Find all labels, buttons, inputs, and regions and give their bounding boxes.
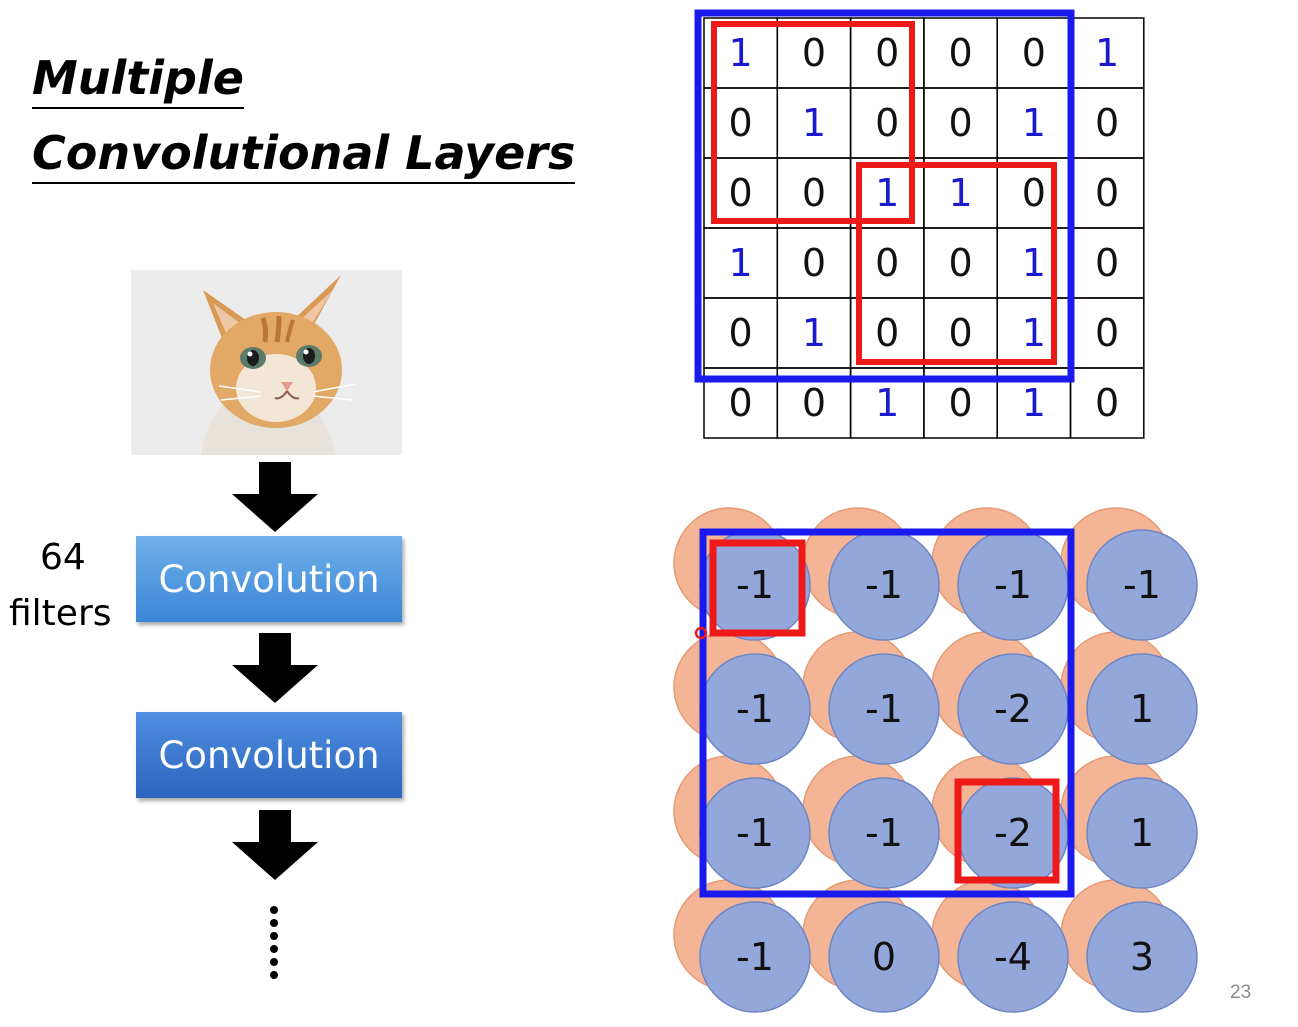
convolution-block-1: Convolution [136,536,402,622]
feature-map-value: -1 [865,687,903,731]
feature-map-value: 1 [1130,811,1154,855]
title-line-1: Multiple [32,55,244,109]
matrix-value: 0 [729,381,753,425]
matrix-value: 0 [1022,31,1046,75]
matrix-value: 0 [1095,171,1119,215]
matrix-value: 1 [1022,381,1046,425]
matrix-value: 0 [729,171,753,215]
feature-map-value: -1 [736,935,774,979]
matrix-value: 0 [1095,101,1119,145]
continuation-dots [270,906,278,979]
matrix-value: 0 [948,101,972,145]
matrix-value: 1 [1022,101,1046,145]
convolution-block-2: Convolution [136,712,402,798]
feature-map-value: -2 [994,811,1032,855]
matrix-value: 1 [948,171,972,215]
matrix-value: 0 [875,31,899,75]
matrix-value: 0 [948,31,972,75]
matrix-value: 0 [1095,311,1119,355]
matrix-value: 0 [802,171,826,215]
input-matrix: 1 0 0 0 0 1 0 1 0 0 1 0 0 0 1 1 0 0 1 0 0 0 1 0 0 1 0 0 1 0 0 0 1 0 1 0 [694,9,1145,439]
feature-map-value: -1 [865,811,903,855]
receptive-field-red-box [711,21,915,224]
feature-map-circle [1086,653,1198,765]
cat-image [131,270,402,455]
matrix-value: 1 [875,381,899,425]
filters-label: filters [9,593,112,634]
feature-map-circle [1086,529,1198,641]
feature-map-circle [828,901,940,1013]
feature-map-circle [828,777,940,889]
matrix-value: 0 [729,311,753,355]
matrix-value: 0 [1022,171,1046,215]
matrix-value: 0 [875,101,899,145]
matrix-value: 0 [729,101,753,145]
pointer-marker [694,626,708,640]
matrix-value: 0 [875,311,899,355]
matrix-value: 0 [802,31,826,75]
down-arrow-icon [232,462,318,532]
matrix-value: 1 [729,31,753,75]
feature-map-value: 1 [1130,687,1154,731]
feature-map-value: -1 [865,563,903,607]
receptive-field-blue-box [694,9,1075,383]
feature-map: -1 -1 -1 -1 -1 -1 -2 1 -1 -1 -2 1 -1 0 -4 3 [673,507,1198,1013]
matrix-value: 1 [802,311,826,355]
feature-map-circle [1086,901,1198,1013]
feature-map-circle [699,901,811,1013]
feature-map-value: -1 [736,563,774,607]
receptive-field-red-box [856,162,1057,365]
matrix-value: 1 [1022,311,1046,355]
feature-map-value: -1 [736,687,774,731]
matrix-value: 0 [875,241,899,285]
matrix-value: 1 [875,171,899,215]
down-arrow-icon [232,633,318,703]
matrix-value: 0 [1095,241,1119,285]
feature-map-value: 0 [872,935,896,979]
matrix-value: 0 [948,241,972,285]
matrix-value: 0 [802,381,826,425]
matrix-value: 1 [729,241,753,285]
matrix-value: 0 [802,241,826,285]
feature-map-value: -2 [994,687,1032,731]
down-arrow-icon [232,810,318,880]
title-line-2: Convolutional Layers [32,130,576,184]
slide-number: 23 [1230,982,1252,1003]
matrix-value: 0 [948,311,972,355]
matrix-value: 1 [1095,31,1119,75]
matrix-value: 1 [802,101,826,145]
matrix-value: 0 [948,381,972,425]
feature-map-circle [828,653,940,765]
matrix-value: 0 [1095,381,1119,425]
feature-map-circle [957,901,1069,1013]
feature-map-value: 3 [1130,935,1154,979]
feature-red-box [709,539,806,637]
matrix-cell [1069,367,1145,439]
feature-map-circle [1086,777,1198,889]
feature-map-value: -1 [994,563,1032,607]
feature-red-box [954,778,1060,884]
feature-map-value: -1 [1123,563,1161,607]
feature-map-value: -4 [994,935,1032,979]
feature-blue-box [699,528,1075,898]
feature-map-value: -1 [736,811,774,855]
filters-count: 64 [40,537,86,578]
matrix-value: 1 [1022,241,1046,285]
